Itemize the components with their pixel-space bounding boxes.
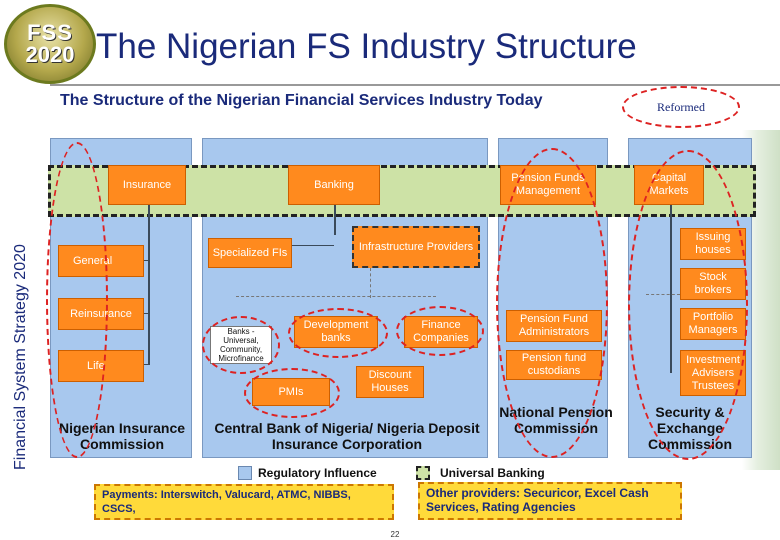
title-divider [50, 84, 780, 86]
page-title: The Nigerian FS Industry Structure [96, 27, 637, 66]
reformed-pension-ellipse [496, 148, 608, 458]
reinsurance-link [144, 313, 150, 314]
page-number: 22 [390, 530, 400, 539]
life-link [144, 364, 150, 365]
payments-box: Payments: Interswitch, Valucard, ATMC, N… [94, 484, 394, 520]
reformed-insurance-ellipse [46, 142, 108, 458]
universal-legend-label: Universal Banking [440, 466, 545, 480]
reformed-capital-ellipse [628, 150, 748, 460]
specialized-fis-box: Specialized FIs [208, 238, 292, 268]
reformed-development-ellipse [288, 308, 388, 358]
banking-regulator: Central Bank of Nigeria/ Nigeria Deposit… [214, 420, 480, 452]
diagram-subtitle: The Structure of the Nigerian Financial … [60, 92, 543, 109]
other-providers-box: Other providers: Securicor, Excel Cash S… [418, 482, 682, 520]
infra-dashed-link [370, 268, 371, 298]
logo-line1: FSS [27, 20, 73, 45]
infra-dashed-hlink [236, 296, 436, 297]
specialized-link [292, 245, 334, 246]
insurance-box: Insurance [108, 165, 186, 205]
reformed-label: Reformed [622, 86, 740, 128]
reformed-pmis-ellipse [244, 368, 340, 418]
discount-houses-box: Discount Houses [356, 366, 424, 398]
fss-2020-logo: FSS 2020 [4, 4, 96, 84]
reformed-banks-ellipse [202, 316, 280, 374]
logo-line2: 2020 [25, 42, 75, 67]
vertical-side-title: Financial System Strategy 2020 [12, 244, 29, 470]
banking-connector [334, 205, 336, 235]
reformed-finance-ellipse [396, 306, 484, 356]
infrastructure-providers-box: Infrastructure Providers [352, 226, 480, 268]
general-link [144, 260, 150, 261]
universal-legend-swatch [416, 466, 430, 480]
insurance-connector [148, 205, 150, 365]
banking-box: Banking [288, 165, 380, 205]
regulatory-legend-swatch [238, 466, 252, 480]
regulatory-legend-label: Regulatory Influence [258, 466, 377, 480]
